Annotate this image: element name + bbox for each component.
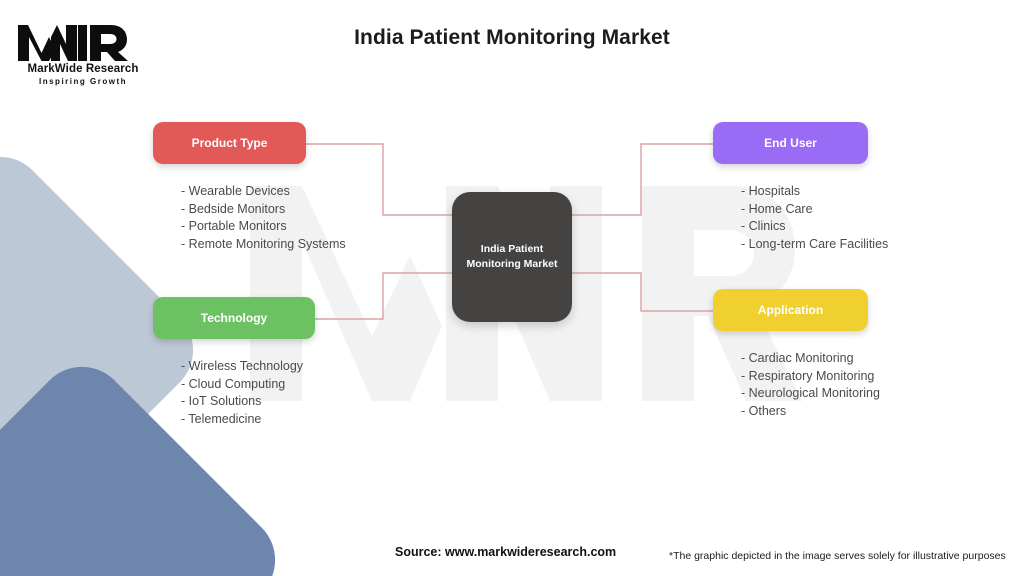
- branch-list-product-type: - Wearable Devices - Bedside Monitors - …: [181, 183, 346, 253]
- branch-label-technology: Technology: [200, 311, 268, 325]
- brand-logo: MarkWide Research Inspiring Growth: [18, 22, 148, 86]
- branch-header-application[interactable]: Application: [713, 289, 868, 331]
- branch-label-product-type: Product Type: [191, 136, 268, 150]
- list-item: - Wireless Technology: [181, 359, 304, 373]
- list-item: - Portable Monitors: [181, 219, 287, 233]
- list-item: - Cloud Computing: [181, 376, 286, 391]
- center-node-label: India Patient Monitoring Market: [461, 242, 564, 272]
- branch-header-end-user[interactable]: End User: [713, 122, 868, 164]
- connector-product-type: [306, 143, 452, 216]
- list-item: - Home Care: [741, 201, 813, 216]
- branch-header-product-type[interactable]: Product Type: [153, 122, 306, 164]
- list-item: - Neurological Monitoring: [741, 386, 880, 400]
- branch-product-type: Product Type - Wearable Devices - Bedsid…: [153, 122, 346, 253]
- branch-end-user: End User - Hospitals - Home Care - Clini…: [713, 122, 889, 253]
- branch-header-technology[interactable]: Technology: [153, 297, 315, 339]
- branch-application: Application - Cardiac Monitoring - Respi…: [713, 289, 880, 420]
- list-item: - Remote Monitoring Systems: [181, 236, 346, 251]
- branch-list-technology: - Wireless Technology - Cloud Computing …: [181, 358, 315, 428]
- center-node: India Patient Monitoring Market: [452, 192, 572, 322]
- list-item: - IoT Solutions: [181, 394, 262, 408]
- source-label: Source: www.markwideresearch.com: [395, 545, 617, 559]
- list-item: - Clinics: [741, 219, 786, 233]
- connector-end-user: [572, 143, 713, 216]
- branch-list-end-user: - Hospitals - Home Care - Clinics - Long…: [741, 183, 889, 253]
- list-item: - Telemedicine: [181, 411, 262, 426]
- list-item: - Wearable Devices: [181, 184, 290, 198]
- list-item: - Cardiac Monitoring: [741, 351, 854, 365]
- list-item: - Hospitals: [741, 184, 801, 198]
- center-node-line2: Monitoring Market: [466, 258, 558, 270]
- connector-application: [572, 272, 713, 312]
- page-title: India Patient Monitoring Market: [354, 26, 670, 49]
- disclaimer-label: *The graphic depicted in the image serve…: [669, 550, 1006, 562]
- connector-technology: [315, 272, 452, 320]
- list-item: - Bedside Monitors: [181, 201, 286, 216]
- list-item: - Others: [741, 403, 787, 418]
- center-node-line1: India Patient: [480, 243, 544, 255]
- branch-list-application: - Cardiac Monitoring - Respiratory Monit…: [741, 350, 880, 420]
- logo-tagline: Inspiring Growth: [39, 77, 127, 86]
- logo-company-name: MarkWide Research: [27, 63, 139, 75]
- logo-mark-mwr: [18, 25, 128, 61]
- branch-technology: Technology - Wireless Technology - Cloud…: [153, 297, 315, 428]
- branch-label-application: Application: [757, 303, 824, 317]
- branch-label-end-user: End User: [764, 136, 817, 150]
- list-item: - Respiratory Monitoring: [741, 368, 875, 383]
- list-item: - Long-term Care Facilities: [741, 236, 889, 251]
